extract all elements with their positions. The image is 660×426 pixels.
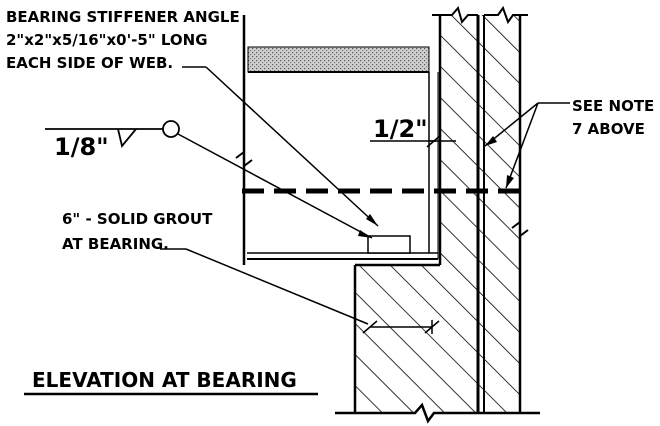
note-label-line2: 7 ABOVE [572, 120, 645, 138]
grout-label-line1: 6" - SOLID GROUT [62, 210, 213, 228]
drawing-title: ELEVATION AT BEARING [32, 368, 297, 392]
masonry-wall [335, 5, 540, 424]
note-label-line1: SEE NOTE [572, 97, 654, 115]
stiffener-label-line2: 2"x2"x5/16"x0'-5" LONG [6, 31, 208, 49]
grout-block [367, 235, 411, 254]
gap-dimension-label: 1/2" [373, 115, 428, 143]
wall-hatch-upper [440, 15, 520, 265]
leader-lines [45, 66, 570, 334]
weld-size-label: 1/8" [54, 133, 109, 161]
weld-all-around-circle [162, 120, 180, 138]
steel-beam [235, 15, 439, 265]
grout-label-line2: AT BEARING. [62, 235, 169, 253]
stiffener-label-line3: EACH SIDE OF WEB. [6, 54, 173, 72]
concrete-deck [247, 46, 430, 73]
stiffener-label-line1: BEARING STIFFENER ANGLE [6, 8, 240, 26]
wall-hatch-lower [355, 265, 520, 413]
